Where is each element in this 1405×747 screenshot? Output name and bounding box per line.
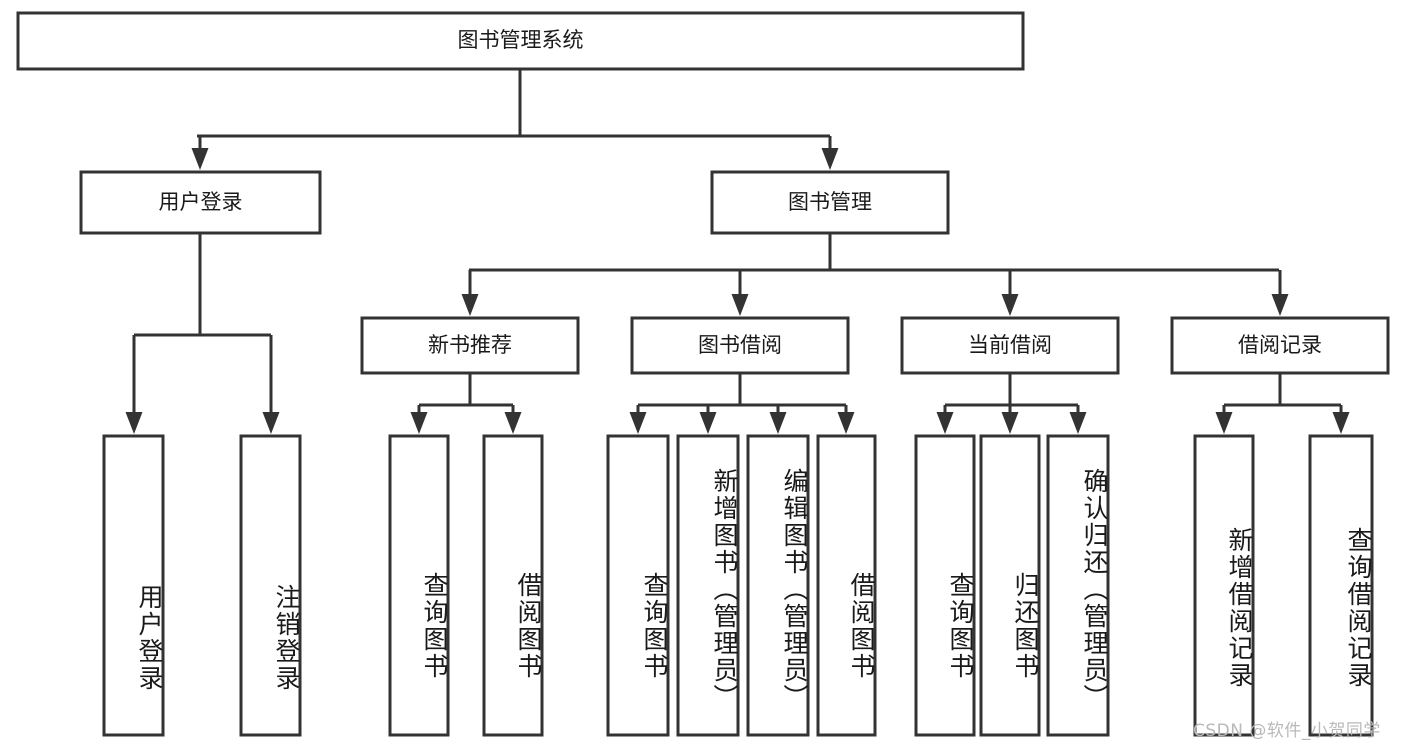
arrow-to-leaf-add-record-head <box>1215 412 1233 434</box>
arrow-to-leaf-confirm-return-head <box>1069 412 1087 434</box>
arrow-to-leaf-borrow-book-1-head <box>504 412 522 434</box>
arrow-to-user-login-head <box>191 148 209 170</box>
node-box-leaf-borrow-book-2[interactable] <box>816 434 877 737</box>
node-box-leaf-borrow-book-1[interactable] <box>482 434 544 737</box>
node-box-leaf-query-book-2[interactable] <box>606 434 670 737</box>
arrow-to-leaf-query-book-2-head <box>629 412 647 434</box>
node-box-leaf-confirm-return[interactable] <box>1046 434 1110 737</box>
arrow-to-leaf-edit-book-head <box>769 412 787 434</box>
csdn-watermark: CSDN @软件_小贺同学 <box>1193 721 1381 741</box>
arrow-to-current-borrow-head <box>1001 294 1019 316</box>
node-box-user-login[interactable] <box>79 170 322 235</box>
arrow-to-leaf-query-record-head <box>1332 412 1350 434</box>
node-box-leaf-edit-book[interactable] <box>746 434 810 737</box>
node-box-leaf-return-book[interactable] <box>979 434 1041 737</box>
arrow-to-leaf-query-book-3-head <box>936 412 954 434</box>
node-box-book-borrow[interactable] <box>630 316 850 375</box>
node-box-leaf-query-record[interactable] <box>1308 434 1374 737</box>
node-box-new-book-rec[interactable] <box>360 316 580 375</box>
arrow-to-book-borrow-head <box>731 294 749 316</box>
node-box-leaf-add-book[interactable] <box>676 434 740 737</box>
arrow-to-leaf-logout-head <box>262 412 280 434</box>
arrow-to-leaf-add-book-head <box>699 412 717 434</box>
arrow-to-book-manage-head <box>821 148 839 170</box>
node-box-leaf-query-book-3[interactable] <box>914 434 976 737</box>
node-box-leaf-logout[interactable] <box>239 434 302 737</box>
node-box-current-borrow[interactable] <box>900 316 1120 375</box>
arrow-to-leaf-query-book-1-head <box>410 412 428 434</box>
node-box-root[interactable] <box>16 11 1025 71</box>
node-box-leaf-query-book-1[interactable] <box>388 434 450 737</box>
arrow-to-borrow-record-head <box>1271 294 1289 316</box>
node-box-borrow-record[interactable] <box>1170 316 1390 375</box>
node-box-leaf-add-record[interactable] <box>1193 434 1255 737</box>
arrow-to-new-book-rec-head <box>461 294 479 316</box>
arrow-to-leaf-user-login-head <box>125 412 143 434</box>
arrow-to-leaf-borrow-book-2-head <box>837 412 855 434</box>
arrow-to-leaf-return-book-head <box>1001 412 1019 434</box>
node-box-leaf-user-login[interactable] <box>102 434 165 737</box>
node-box-book-manage[interactable] <box>710 170 950 235</box>
